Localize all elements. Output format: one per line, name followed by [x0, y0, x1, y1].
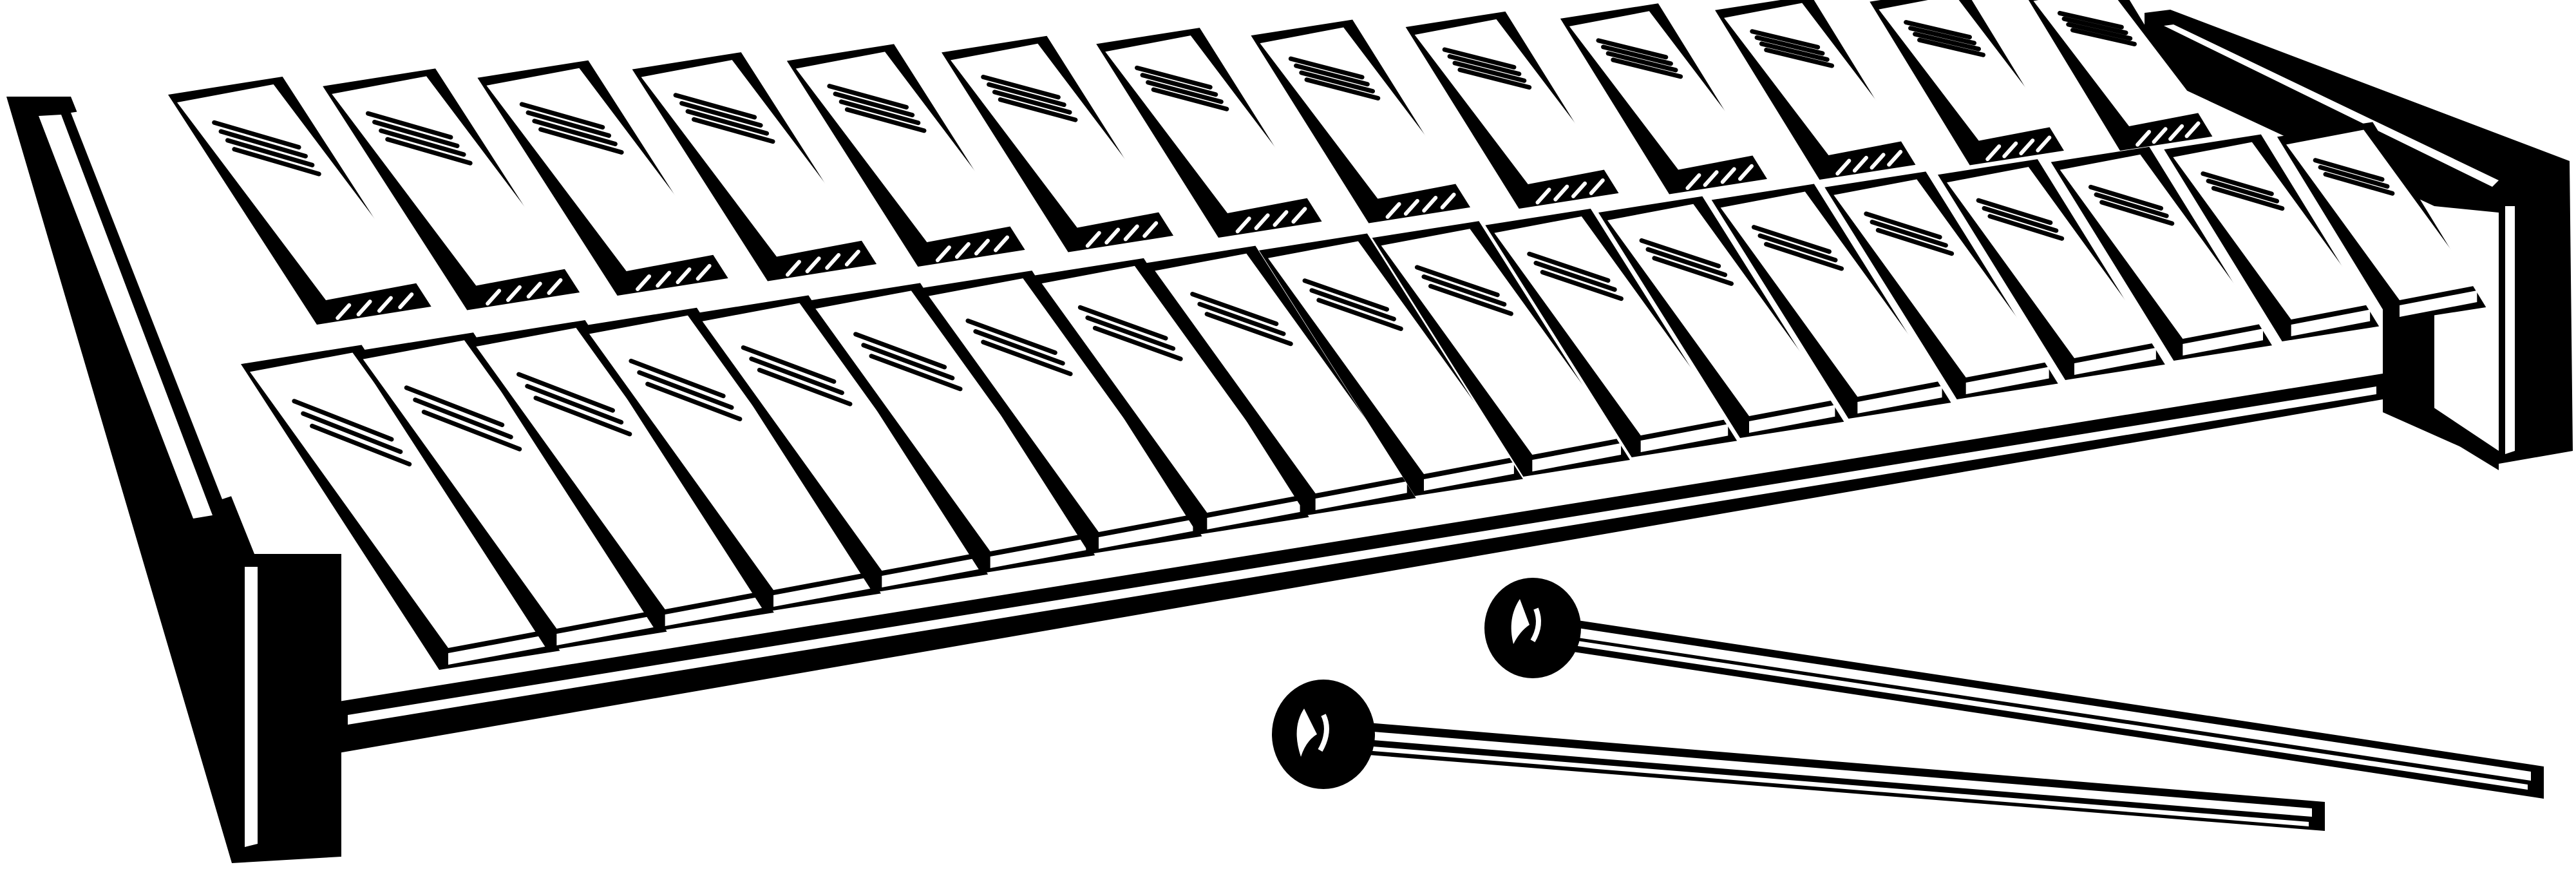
front-bar [1824, 171, 2058, 399]
back-bar-support [636, 263, 712, 291]
back-bar-support [1235, 207, 1307, 234]
front-bar [1485, 209, 1738, 457]
back-bar [477, 60, 728, 296]
back-bar-support [1685, 164, 1754, 190]
front-bar-edge [1424, 462, 1514, 491]
front-bar [1146, 245, 1416, 515]
front-bar [806, 283, 1095, 573]
left-frame [6, 97, 341, 863]
front-bar-edge [773, 576, 872, 607]
front-bar [1711, 184, 1951, 419]
front-bar-edge [882, 557, 980, 587]
mallet-lower [1272, 680, 2325, 831]
front-bar [1372, 221, 1631, 477]
front-bar [1032, 258, 1309, 535]
back-bar-support [785, 249, 860, 277]
front-bar-edge [2074, 347, 2156, 375]
front-bar [354, 332, 667, 651]
back-bar [168, 76, 431, 325]
front-bar [920, 271, 1202, 554]
front-rail [335, 374, 2499, 754]
right-frame [2145, 10, 2573, 464]
back-bar-support [1085, 221, 1159, 248]
front-bar-edge [1857, 386, 1942, 414]
front-bar-edge [1207, 500, 1300, 529]
front-bar-edge [665, 596, 765, 626]
mallet-upper [1484, 578, 2544, 799]
front-bar-edge [2400, 290, 2477, 317]
back-bar-support [1385, 193, 1456, 219]
front-bar [1598, 196, 1844, 438]
back-bar [1715, 0, 1916, 180]
back-bar-support [935, 235, 1010, 263]
back-bar [1560, 3, 1767, 195]
front-bar [467, 320, 774, 631]
front-bar [2277, 122, 2486, 322]
front-bar-edge [556, 614, 658, 645]
back-bar [1096, 28, 1322, 238]
back-bar-support [486, 278, 563, 306]
front-bar [1259, 233, 1523, 496]
front-row-bars [241, 122, 2486, 670]
back-row-bars [168, 0, 2213, 325]
front-bar [241, 345, 560, 670]
front-bar [2050, 146, 2272, 361]
back-bar-support [1535, 178, 1605, 205]
front-bar-edge [2183, 328, 2263, 356]
back-bar-support [336, 292, 414, 320]
back-bar [2028, 0, 2213, 151]
front-bar [2164, 134, 2380, 341]
front-bar-edge [2291, 309, 2371, 336]
back-bar-support [1835, 149, 1903, 176]
front-bar-edge [1749, 405, 1835, 433]
front-bar [693, 295, 989, 593]
front-bar [1938, 159, 2165, 380]
back-bar-support [2136, 121, 2201, 147]
back-bar [632, 52, 877, 281]
front-bar-edge [1640, 424, 1728, 452]
front-bar-edge [448, 634, 551, 665]
back-bar [1870, 0, 2064, 166]
back-bar [323, 68, 580, 310]
front-bar-edge [1099, 519, 1193, 549]
back-bar [786, 44, 1025, 267]
back-bar-support [1985, 135, 2052, 162]
front-bar [580, 307, 881, 612]
back-bar [1251, 19, 1471, 224]
front-bar-edge [1965, 367, 2049, 394]
front-bar-edge [990, 538, 1086, 568]
back-bar [1405, 11, 1619, 209]
front-bar-edge [1315, 481, 1407, 510]
front-bar-edge [1532, 443, 1622, 471]
back-bar [942, 35, 1174, 252]
